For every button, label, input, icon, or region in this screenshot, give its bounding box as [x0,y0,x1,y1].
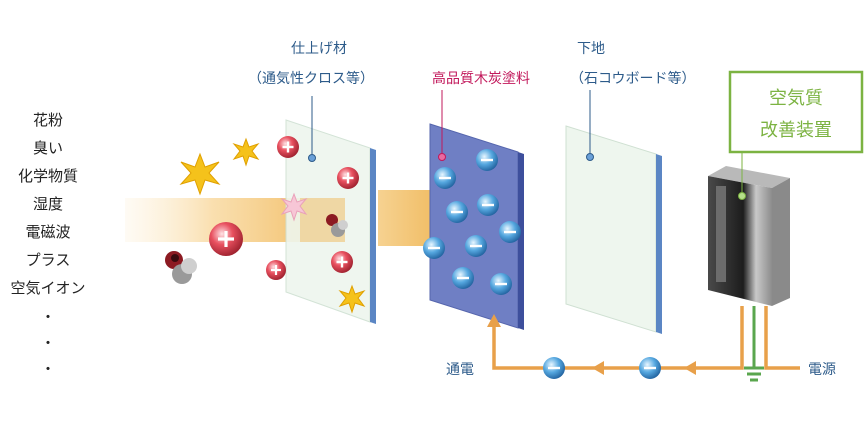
positive-ion-icon [266,260,286,280]
negative-ion-icon [446,201,468,223]
positive-ion-icon [331,251,353,273]
list-item: プラス [26,251,71,269]
device-label-box [728,70,864,154]
airflow-beam [125,198,300,242]
leader-dot [738,192,746,200]
positive-ion-icon [209,222,243,256]
negative-ion-icon [476,149,498,171]
list-item: ・ [40,308,55,326]
finish-material-sublabel: （通気性クロス等） [248,70,374,87]
energize-label: 通電 [446,362,474,378]
power-label: 電源 [808,362,836,378]
negative-ion-icon [490,273,512,295]
negative-ion-icon [543,357,565,379]
positive-ion-icon [277,136,299,158]
list-item: 湿度 [33,195,63,213]
wire-arrow-icon [684,361,696,375]
wire-arrow-icon [487,314,501,327]
list-item: 電磁波 [25,223,70,241]
device-sublabel: 改善装置 [760,120,832,141]
negative-ion-icon [639,357,661,379]
substrate-panel [565,125,662,334]
list-item: ・ [40,360,55,378]
energize-wire [492,306,800,370]
negative-ion-icon [477,194,499,216]
negative-ion-icon [499,221,521,243]
wire-arrow-icon [592,361,604,375]
starburst-icon [280,192,308,222]
starburst-icon [232,137,260,167]
negative-ion-icon [465,235,487,257]
starburst-icon [338,284,366,314]
charcoal-paint-label: 高品質木炭塗料 [432,70,530,87]
molecule-icon [326,214,348,237]
air-quality-device [708,166,790,306]
leader-dot [586,153,594,161]
leader-dot [438,153,446,161]
list-item: 臭い [33,139,63,157]
list-item: 空気イオン [10,279,85,297]
negative-ion-icon [423,237,445,259]
negative-ion-icon [452,267,474,289]
list-item: ・ [40,334,55,352]
substrate-sublabel: （石コウボード等） [570,70,695,87]
leader-dot [308,154,316,162]
starburst-icon [179,152,221,196]
list-item: 花粉 [33,111,63,129]
substrate-label: 下地 [577,41,605,57]
pollutant-list: 花粉 臭い 化学物質 湿度 電磁波 プラス 空気イオン ・ ・ ・ [10,111,85,378]
ground-icon [744,306,764,382]
list-item: 化学物質 [18,167,78,185]
finish-material-label: 仕上げ材 [291,41,347,57]
molecule-icon [165,251,197,284]
device-label: 空気質 [769,88,823,109]
negative-ion-icon [434,167,456,189]
positive-ion-icon [337,167,359,189]
